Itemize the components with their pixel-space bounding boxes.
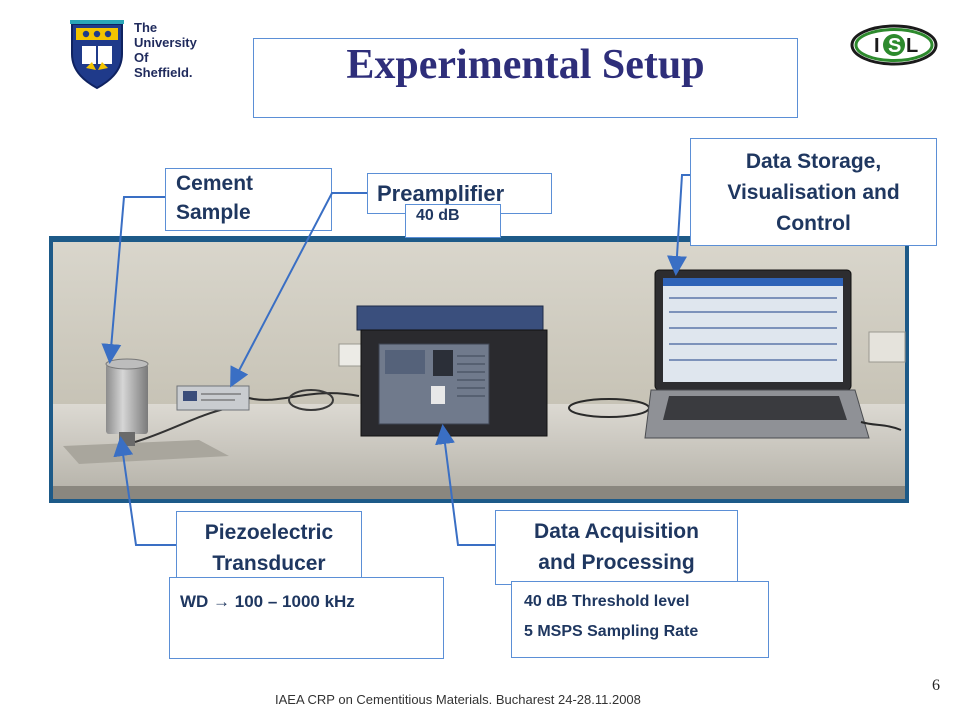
sampling-text: 5 MSPS Sampling Rate [524,623,699,640]
sheffield-crest-icon [70,20,124,90]
cement-sample-label: Cement Sample [165,168,332,231]
threshold-text: 40 dB Threshold level [524,593,690,610]
daq-label: Data Acquisition and Processing [495,510,738,585]
setup-photo [49,236,909,503]
university-logo: The University Of Sheffield. [68,14,228,90]
isl-letter-s: S [888,35,901,57]
wd-range-label: WD → 100 – 1000 kHz [169,577,444,659]
isl-letter-i: I [874,35,880,57]
data-storage-label: Data Storage, Visualisation and Control [690,138,937,246]
piezo-transducer-label: Piezoelectric Transducer [176,511,362,586]
preamp-gain-label: 40 dB [405,204,501,238]
slide-title: Experimental Setup [346,42,705,88]
isl-logo-icon: I S L [850,24,938,66]
page-number: 6 [932,677,940,694]
isl-letter-l: L [906,35,918,57]
footer-text: IAEA CRP on Cementitious Materials. Buch… [275,692,641,707]
daq-specs-box: 40 dB Threshold level 5 MSPS Sampling Ra… [511,581,769,658]
preamplifier-label: Preamplifier [367,173,552,214]
title-box: Experimental Setup [253,38,798,118]
university-name: The University Of Sheffield. [134,20,197,80]
